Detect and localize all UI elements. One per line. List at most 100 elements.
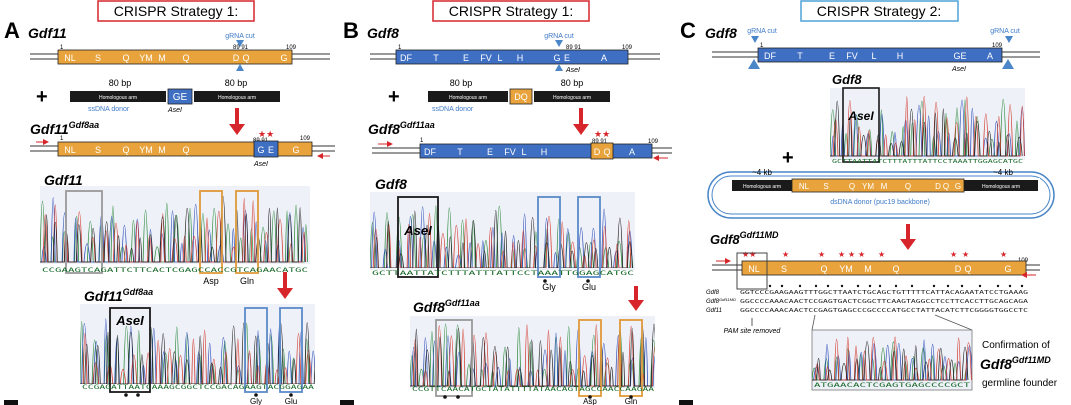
mutation-star: ★ — [858, 250, 865, 259]
panel-c-chrom-asei-label: AseI — [847, 109, 874, 123]
panel-d-fragment — [4, 400, 18, 405]
panel-c-pos-start: 1 — [760, 43, 764, 49]
panel-b-donor-arm-left — [428, 91, 508, 102]
panel-b-cut-triangle-top — [555, 40, 563, 47]
panel-b-result-gene: Gdf8Gdf11aa — [368, 120, 435, 137]
panel-a-result-asei: AseI — [253, 161, 268, 168]
panel-c-kb-right: ~4 kb — [993, 168, 1013, 177]
panel-c-align-dots — [768, 284, 1024, 288]
panel-a-chrom1-bases: CCGAAGTCAGATTCTTCACTCGAGCCACCGTCAGAACATG… — [42, 267, 308, 274]
panel-a-chrom1-label-asp: Asp — [203, 276, 219, 286]
mutation-star: ★ — [782, 250, 789, 259]
residue-label: GE — [953, 51, 966, 61]
panel-c-pos-end: 109 — [992, 43, 1003, 49]
panel-c-align-label-2: Gdf8Gdf11MD — [706, 297, 736, 305]
panel-a-gene-body — [57, 49, 293, 65]
panel-c-donor-arm-right — [964, 180, 1038, 191]
residue-label: Q — [182, 53, 189, 63]
panel-a-chrom1-box-gray — [65, 190, 103, 274]
panel-c-zoom-line-left — [811, 314, 816, 331]
residue-label: Q — [849, 182, 855, 191]
panel-b-pos-start: 1 — [398, 45, 402, 51]
panel-c-gene-label: Gdf8 — [705, 25, 737, 41]
panel-a-bp-left: 80 bp — [109, 78, 132, 88]
panel-c-pam-box — [736, 252, 768, 290]
panel-a-dot — [136, 393, 140, 397]
chromatogram-trace — [370, 206, 633, 268]
residue-label: DF — [424, 147, 436, 157]
panel-b-chrom1-box-gly — [537, 196, 561, 278]
panel-a-chrom1-label-gln: Gln — [240, 276, 254, 286]
panel-c-chrom-bases: GCTTAATTATCTTTATTTATTCCTAAATTGGAGCATGC — [832, 159, 1023, 165]
panel-a-donor-arm-left-label: Homologous arm — [99, 95, 137, 101]
panel-f-fragment — [679, 400, 693, 405]
alignment-dot — [1008, 284, 1012, 288]
residue-label: M — [881, 182, 888, 191]
panel-a-donor-label: ssDNA donor — [88, 106, 130, 113]
panel-c-asei-label: AseI — [951, 66, 966, 73]
panel-b-result-stars: ★★ — [594, 129, 610, 139]
panel-a-result-body — [57, 141, 313, 157]
residue-label: YM — [139, 145, 153, 155]
chromatogram-trace — [410, 324, 655, 387]
alignment-dot — [798, 284, 802, 288]
panel-b-chrom1-title: Gdf8 — [375, 176, 407, 192]
panel-c-grna-right: gRNA cut — [990, 28, 1020, 35]
panel-a-pos-end: 109 — [286, 45, 297, 51]
panel-a-gene-label: Gdf11 — [28, 25, 67, 41]
panel-b-chrom2-title: Gdf8Gdf11aa — [413, 298, 480, 315]
panel-c-chrom2-bases: ATGAACACTCGAGTGAGCCCCGCT — [814, 381, 970, 389]
panel-b-donor-arm-right-label: Homologous arm — [553, 95, 591, 101]
panel-c-pam-line: PAM site removed — [724, 328, 782, 335]
panel-a-result-stars: ★★ — [258, 129, 274, 139]
panel-a-bp-right: 80 bp — [225, 78, 248, 88]
alignment-dot — [780, 284, 784, 288]
residue-label: E — [829, 51, 835, 61]
residue-label: G — [257, 145, 264, 155]
residue-label: Q — [943, 182, 949, 191]
panel-b-gene-label: Gdf8 — [367, 25, 399, 41]
panel-b-chrom1-label-gly: Gly — [542, 282, 556, 292]
panel-a-donor-arm-right-label: Homologous arm — [218, 95, 256, 101]
residue-label: D — [935, 182, 941, 191]
residue-label: S — [823, 182, 828, 191]
residue-label: H — [897, 51, 904, 61]
residue-label: M — [158, 145, 166, 155]
mutation-star: ★ — [848, 250, 855, 259]
panel-b-cut-triangle-bottom — [555, 64, 563, 71]
panel-a-cut-triangle-top — [236, 40, 244, 47]
chromatogram-trace — [410, 324, 655, 387]
panel-b-pos-end: 109 — [622, 45, 633, 51]
panel-b-result-pos-end: 109 — [648, 139, 659, 145]
panel-b-chrom2-box-gray — [435, 319, 473, 397]
chromatogram-trace — [830, 100, 1023, 157]
panel-b-pos-mid: 89 91 — [566, 45, 582, 51]
panel-c-plasmid-outer — [707, 171, 1055, 219]
panel-c-chrom2-trace — [812, 336, 972, 381]
alignment-dot — [932, 284, 936, 288]
mutation-star: ★★ — [742, 250, 756, 259]
panel-c-align-label-1: Gdf8 — [706, 290, 720, 296]
residue-label: YM — [839, 264, 853, 274]
panel-a-chrom1-box-gln — [235, 190, 259, 274]
panel-b-arrow-2-head — [628, 300, 644, 311]
panel-a-pos-mid: 89 91 — [233, 45, 249, 51]
residue-label: Q — [820, 264, 827, 274]
panel-c-cut-triangle-bottom-right — [1002, 59, 1014, 69]
residue-label: G — [1004, 264, 1011, 274]
panel-a-grna-label: gRNA cut — [225, 33, 255, 40]
panel-c-strategy-box — [800, 0, 959, 22]
mutation-star: ★ — [1000, 250, 1007, 259]
residue-label: S — [95, 145, 101, 155]
panel-c-donor-arm-right-label: Homologous arm — [982, 184, 1020, 190]
panel-c-alignment: Gdf8 Gdf8Gdf11MD Gdf11 GGTCCCGAAGAAGTTTG… — [706, 284, 1028, 314]
panel-c-result-gene: Gdf8Gdf11MD — [710, 230, 779, 247]
residue-label: A — [601, 53, 607, 63]
panel-b-strategy-title: CRISPR Strategy 1: — [449, 3, 574, 19]
panel-c-align-seq-1: GGTCCCGAAGAAGTTTGGCTTAATCTGCAGCTGTTTTTCA… — [740, 290, 1028, 296]
panel-b-letter: B — [343, 18, 359, 43]
